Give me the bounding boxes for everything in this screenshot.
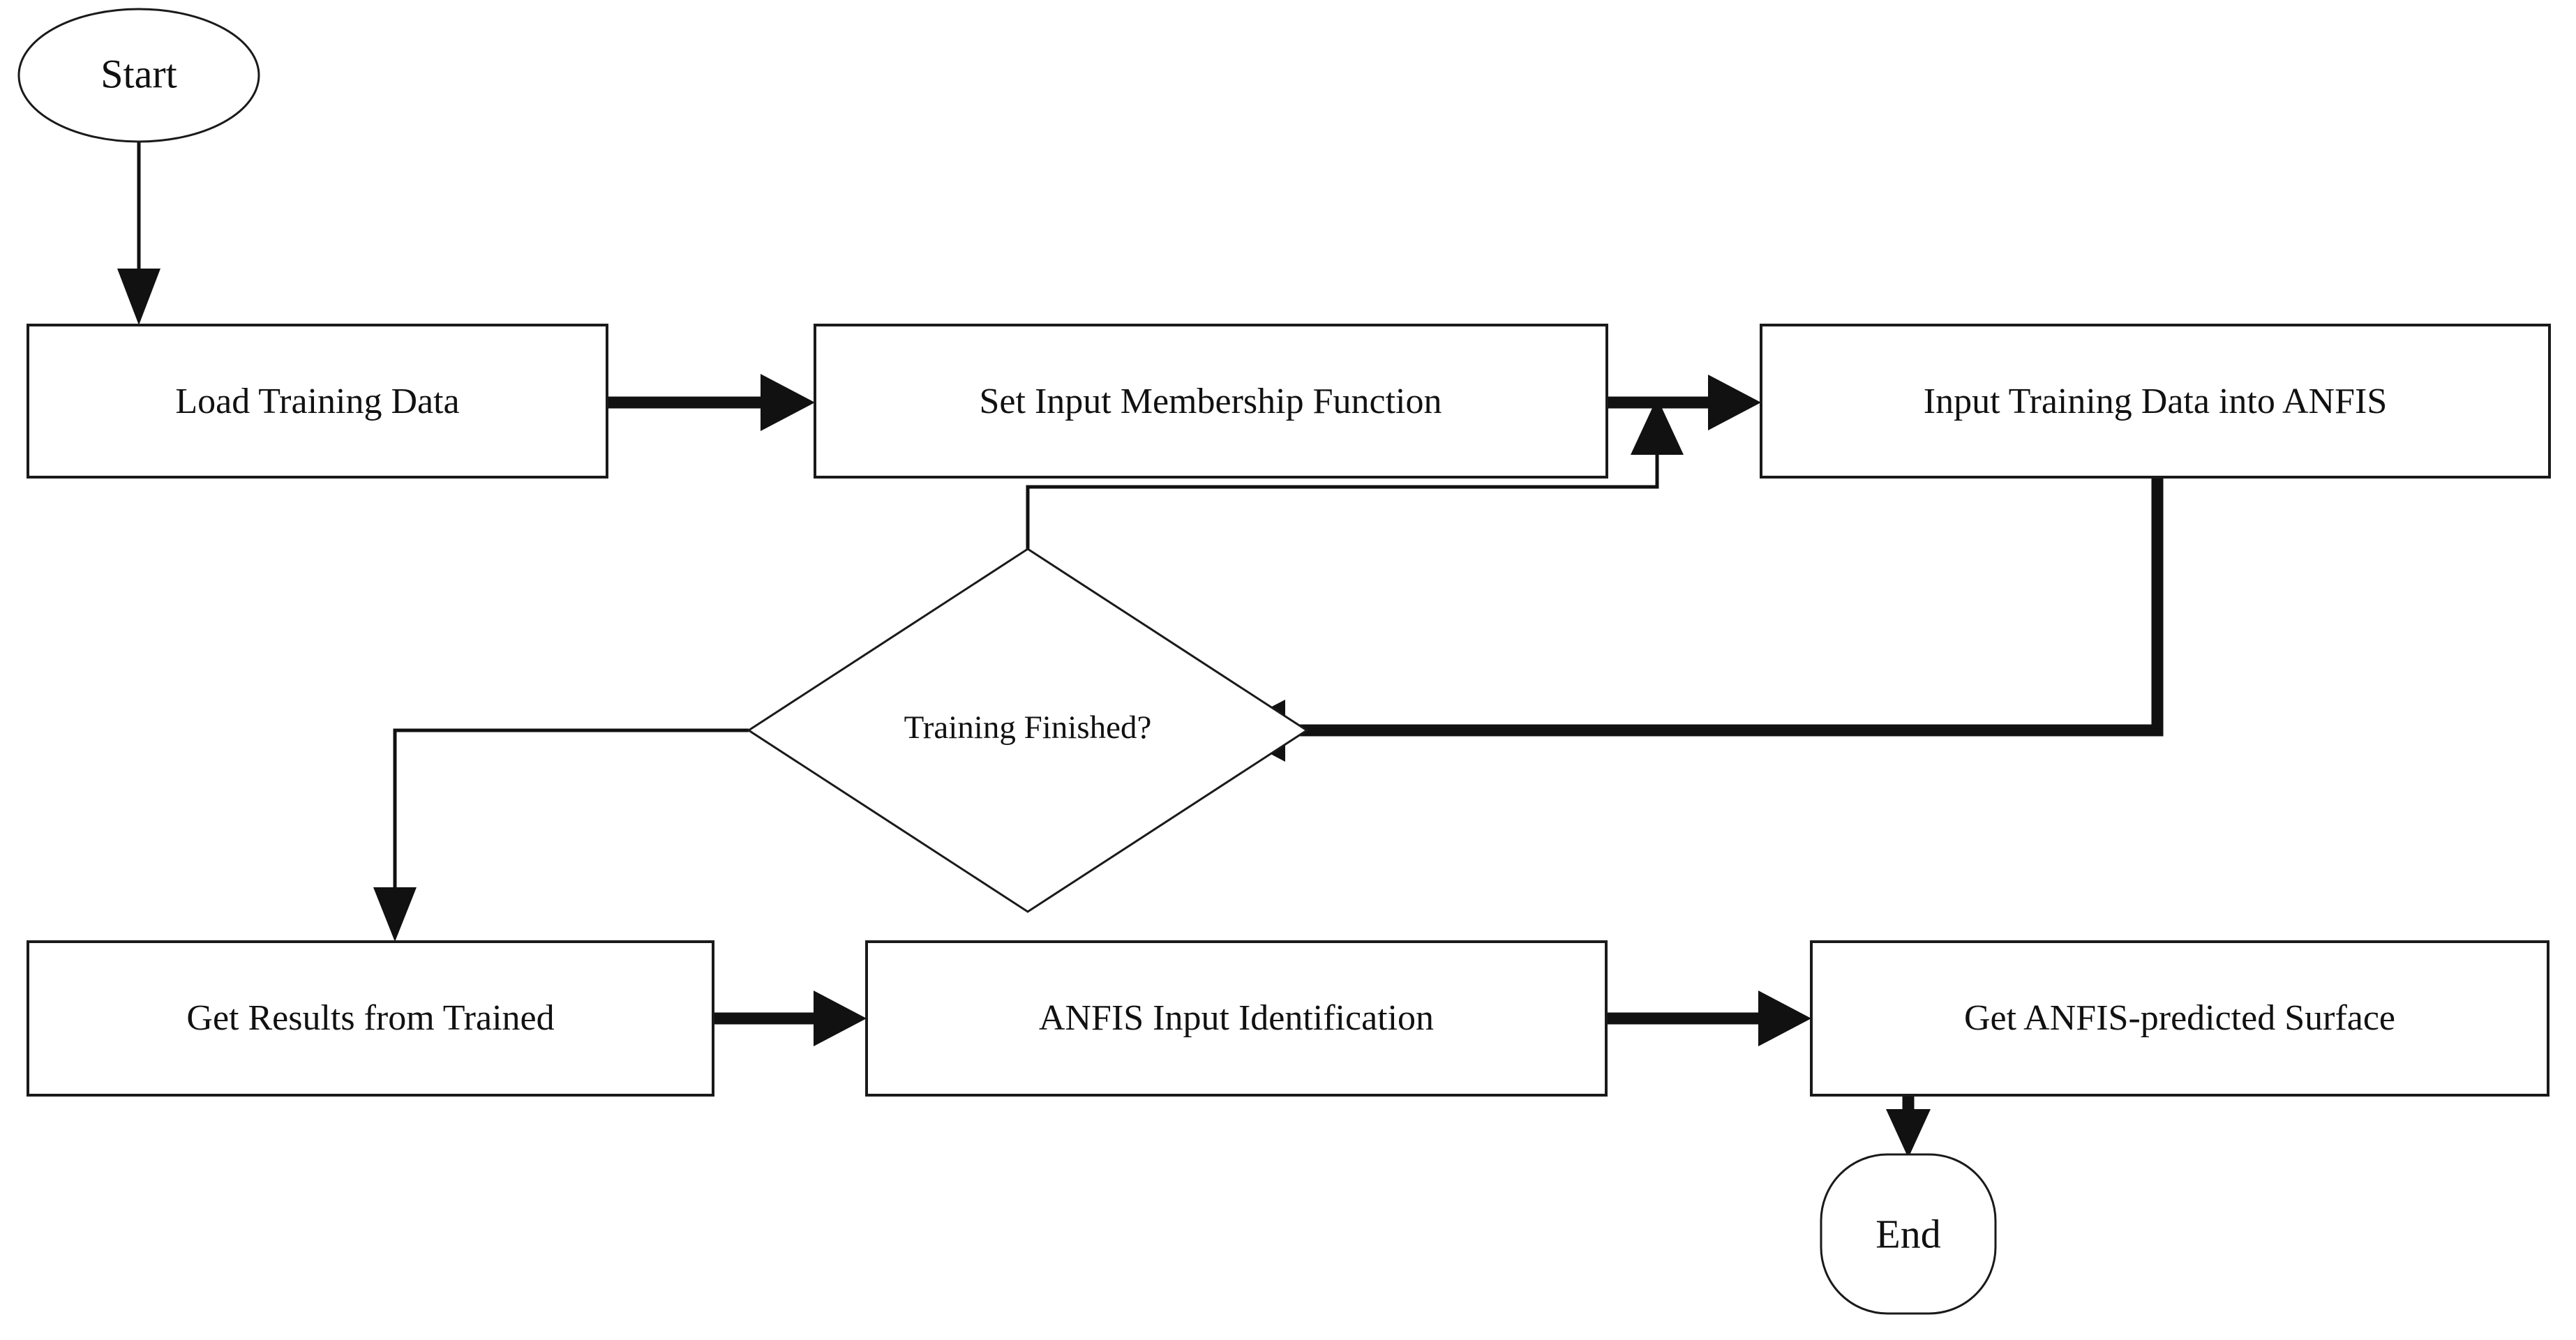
edge-anfis-to-decision-line <box>1281 477 2164 737</box>
node-anfis-input-identification[interactable]: ANFIS Input Identification <box>865 940 1608 1097</box>
edge-load-to-membership-arrowhead <box>761 374 815 431</box>
edge-load-to-membership <box>607 374 815 431</box>
set-input-membership-function-label: Set Input Membership Function <box>980 382 1442 421</box>
start-label: Start <box>100 51 177 96</box>
node-input-training-data-into-anfis[interactable]: Input Training Data into ANFIS <box>1760 324 2551 479</box>
end-stadium[interactable] <box>1820 1153 1997 1315</box>
node-set-input-membership-function[interactable]: Set Input Membership Function <box>814 324 1608 479</box>
edge-identification-to-surface <box>1606 991 1811 1046</box>
edge-anfis-to-decision <box>1226 477 2164 762</box>
anfis-input-identification-label: ANFIS Input Identification <box>1039 998 1434 1038</box>
edge-results-to-identification-arrowhead <box>814 991 867 1046</box>
edge-decision-to-results <box>373 728 749 942</box>
training-finished-label: Training Finished? <box>904 709 1152 746</box>
edge-surface-to-end-arrowhead <box>1886 1109 1931 1158</box>
input-training-data-into-anfis-box[interactable] <box>1760 324 2551 479</box>
edge-decision-to-results-arrowhead <box>373 887 417 942</box>
anfis-input-identification-box[interactable] <box>865 940 1608 1097</box>
set-input-membership-function-box[interactable] <box>814 324 1608 479</box>
input-training-data-into-anfis-label: Input Training Data into ANFIS <box>1924 382 2388 421</box>
get-results-from-trained-box[interactable] <box>27 940 714 1097</box>
node-training-finished[interactable]: Training Finished? <box>747 548 1309 913</box>
edge-membership-to-anfis <box>1607 375 1761 430</box>
edge-start-to-load <box>117 142 160 325</box>
edge-membership-to-anfis-arrowhead <box>1708 375 1761 430</box>
load-training-data-label: Load Training Data <box>175 382 459 421</box>
start-ellipse[interactable] <box>17 8 260 143</box>
end-label: End <box>1875 1211 1940 1256</box>
edge-surface-to-end <box>1886 1095 1931 1158</box>
training-finished-diamond[interactable] <box>747 548 1309 913</box>
edge-decision-loopback <box>1026 398 1684 549</box>
node-end[interactable]: End <box>1820 1153 1997 1315</box>
node-get-anfis-predicted-surface[interactable]: Get ANFIS-predicted Surface <box>1810 940 2549 1097</box>
load-training-data-box[interactable] <box>27 324 608 479</box>
edge-decision-to-results-line <box>393 728 749 896</box>
get-anfis-predicted-surface-box[interactable] <box>1810 940 2549 1097</box>
edge-results-to-identification <box>713 991 867 1046</box>
edge-decision-loopback-arrowhead <box>1631 398 1684 455</box>
node-load-training-data[interactable]: Load Training Data <box>27 324 608 479</box>
node-start[interactable]: Start <box>17 8 260 143</box>
edge-decision-loopback-line <box>1026 446 1659 549</box>
edge-start-to-load-arrowhead <box>117 269 160 325</box>
node-get-results-from-trained[interactable]: Get Results from Trained <box>27 940 714 1097</box>
get-anfis-predicted-surface-label: Get ANFIS-predicted Surface <box>1964 998 2395 1038</box>
get-results-from-trained-label: Get Results from Trained <box>186 998 554 1038</box>
edge-identification-to-surface-arrowhead <box>1758 991 1811 1046</box>
